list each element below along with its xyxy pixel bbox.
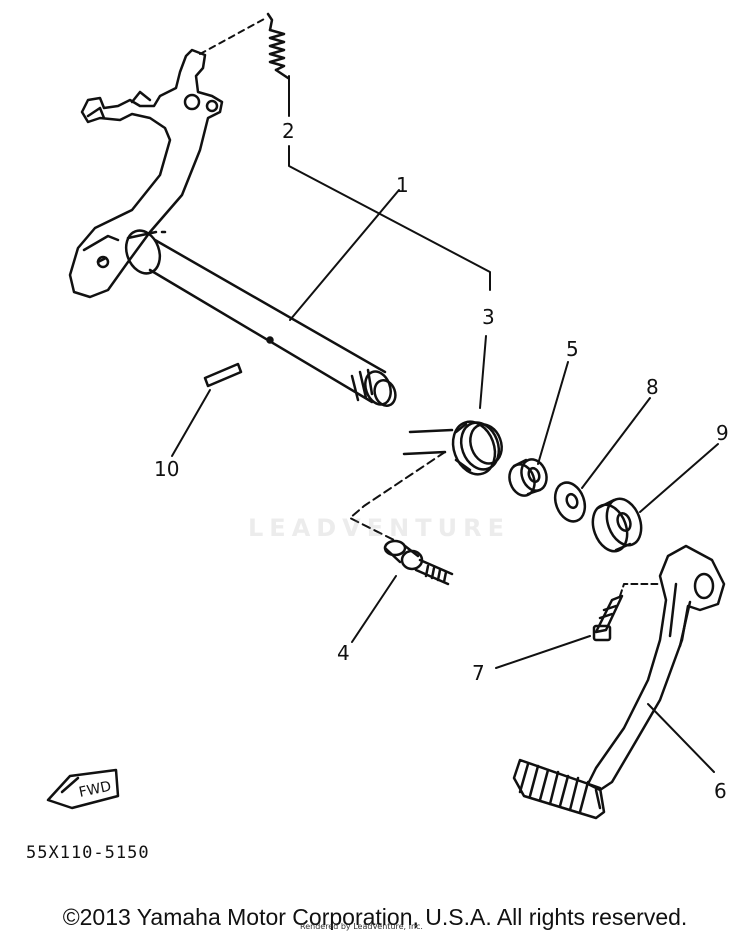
stud-bolt [383, 539, 454, 586]
fwd-label: FWD [78, 778, 113, 800]
torsion-spring [402, 420, 503, 476]
callout-10: 10 [154, 457, 179, 481]
callout-4: 4 [337, 641, 350, 665]
callout-6: 6 [714, 779, 727, 803]
pedal-bolt [592, 594, 624, 642]
callout-1: 1 [396, 173, 409, 197]
shift-shaft [124, 229, 397, 407]
shift-fork-arm [68, 48, 224, 299]
callout-2: 2 [282, 119, 295, 143]
diagram-code: 55X110-5150 [26, 843, 150, 863]
callout-7: 7 [472, 661, 485, 685]
callout-3: 3 [482, 305, 495, 329]
washer [553, 481, 587, 523]
leader-lines [171, 17, 719, 773]
callout-5: 5 [566, 337, 579, 361]
fwd-arrow-icon [46, 768, 120, 810]
dowel-pin [203, 362, 243, 388]
callout-8: 8 [646, 375, 659, 399]
callout-labels: 1 2 3 4 5 6 7 8 9 10 FWD [78, 119, 729, 803]
oil-seal [591, 497, 643, 553]
render-credit: Rendered by LeadVenture, Inc. [300, 922, 423, 931]
watermark: LEADVENTURE [248, 514, 510, 542]
copyright-notice: ©2013 Yamaha Motor Corporation, U.S.A. A… [62, 904, 688, 930]
collar [508, 458, 548, 497]
callout-9: 9 [716, 421, 729, 445]
shift-pedal [512, 544, 726, 820]
return-spring [266, 12, 290, 80]
